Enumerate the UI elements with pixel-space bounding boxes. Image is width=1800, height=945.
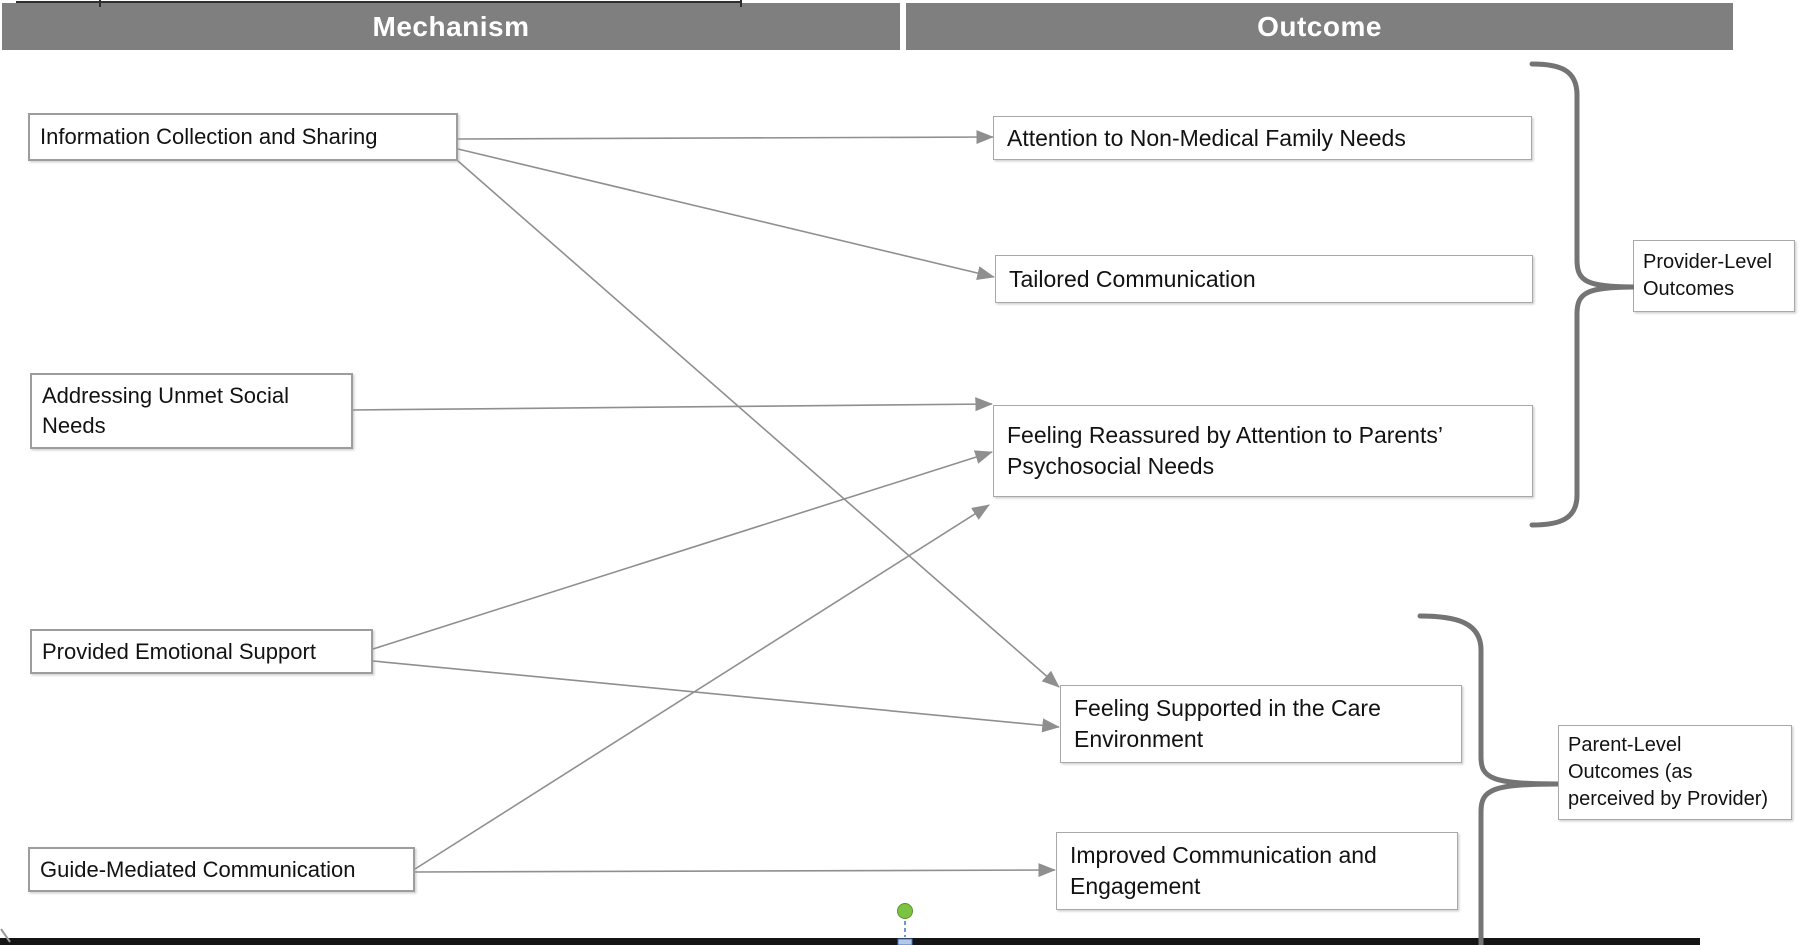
group-label-line: Parent-Level bbox=[1568, 734, 1682, 756]
mechanism-box-information-collection[interactable]: Information Collection and Sharing bbox=[28, 113, 458, 161]
outcome-label: Attention to Non-Medical Family Needs bbox=[1007, 124, 1406, 151]
outcome-label: Engagement bbox=[1070, 873, 1201, 899]
header-cell-mechanism[interactable]: Mechanism bbox=[2, 3, 900, 50]
outcome-box-attention-non-medical-needs[interactable]: Attention to Non-Medical Family Needs bbox=[993, 116, 1532, 160]
group-label-line: Outcomes (as bbox=[1568, 761, 1693, 783]
header-mechanism-label: Mechanism bbox=[372, 10, 530, 42]
mechanism-box-guide-mediated-communication[interactable]: Guide-Mediated Communication bbox=[28, 847, 415, 892]
provider-level-brace bbox=[1529, 61, 1635, 528]
mechanism-label: Needs bbox=[42, 413, 106, 438]
outcome-label: Psychosocial Needs bbox=[1007, 453, 1215, 479]
header-outcome-label: Outcome bbox=[1257, 10, 1382, 42]
outcome-label: Tailored Communication bbox=[1009, 265, 1256, 292]
outcome-box-improved-communication[interactable]: Improved Communication and Engagement bbox=[1056, 832, 1458, 910]
group-label-provider-level-outcomes[interactable]: Provider-Level Outcomes bbox=[1633, 240, 1795, 312]
outcome-box-tailored-communication[interactable]: Tailored Communication bbox=[995, 255, 1533, 303]
group-label-line: Provider-Level bbox=[1643, 251, 1772, 273]
arrow-provided-to-feeling-reassured bbox=[372, 450, 993, 650]
group-label-line: Outcomes bbox=[1643, 278, 1735, 300]
arrow-provided-to-feeling-supported bbox=[372, 660, 1060, 733]
mechanism-label: Guide-Mediated Communication bbox=[40, 856, 356, 882]
arrow-addressing-to-feeling-reassured bbox=[352, 397, 993, 412]
mechanism-label: Provided Emotional Support bbox=[42, 638, 316, 664]
mechanism-label: Information Collection and Sharing bbox=[40, 124, 378, 149]
outcome-box-feeling-supported[interactable]: Feeling Supported in the Care Environmen… bbox=[1060, 685, 1462, 763]
arrow-guide-to-improved-communication bbox=[414, 863, 1056, 878]
outcome-label: Feeling Reassured by Attention to Parent… bbox=[1007, 422, 1443, 448]
outcome-label: Environment bbox=[1074, 726, 1204, 752]
arrow-info-to-feeling-supported bbox=[457, 160, 1060, 688]
bottom-crop-bar bbox=[0, 938, 1700, 945]
group-label-line: perceived by Provider) bbox=[1568, 788, 1769, 810]
mechanism-box-provided-emotional-support[interactable]: Provided Emotional Support bbox=[30, 629, 373, 674]
mechanism-box-addressing-unmet-social-needs[interactable]: Addressing Unmet Social Needs bbox=[30, 373, 353, 449]
header-cell-outcome[interactable]: Outcome bbox=[906, 3, 1733, 50]
arrow-guide-to-feeling-reassured bbox=[414, 504, 990, 870]
mechanism-label: Addressing Unmet Social bbox=[42, 383, 290, 408]
arrow-info-to-tailored bbox=[457, 148, 995, 280]
arrow-info-to-attention bbox=[457, 130, 994, 145]
group-label-parent-level-outcomes[interactable]: Parent-Level Outcomes (as perceived by P… bbox=[1558, 725, 1792, 820]
outcome-box-feeling-reassured[interactable]: Feeling Reassured by Attention to Parent… bbox=[993, 405, 1533, 497]
outcome-label: Feeling Supported in the Care bbox=[1074, 695, 1381, 721]
shape-adjust-handle[interactable] bbox=[897, 903, 913, 919]
outcome-label: Improved Communication and bbox=[1070, 842, 1377, 868]
